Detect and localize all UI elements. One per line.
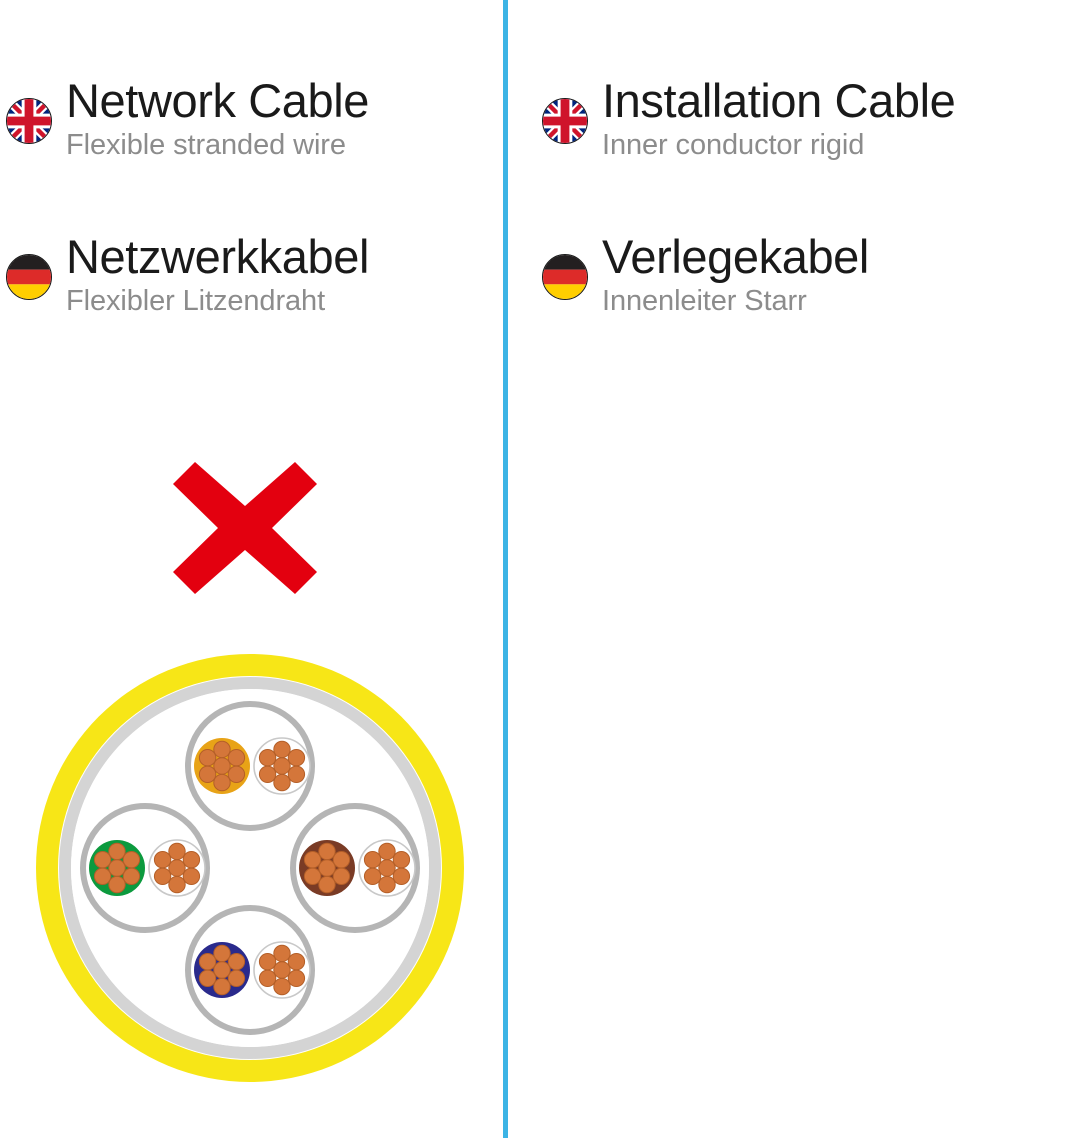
german-flag-icon [542, 254, 588, 300]
red-cross-icon [173, 462, 317, 594]
left-german-text: Netzwerkkabel Flexibler Litzendraht [66, 232, 369, 318]
left-column-network-cable: Network Cable Flexible stranded wire Net… [0, 0, 503, 1138]
stranded-cable-cross-section [32, 650, 468, 1086]
left-english-title: Network Cable [66, 74, 370, 127]
left-german-header: Netzwerkkabel Flexibler Litzendraht [6, 232, 369, 318]
right-english-text: Installation Cable Inner conductor rigid [602, 74, 956, 162]
right-english-header: Installation Cable Inner conductor rigid [542, 74, 956, 162]
column-divider [503, 0, 508, 1138]
right-english-subtitle: Inner conductor rigid [602, 128, 865, 161]
left-english-subtitle: Flexible stranded wire [66, 128, 346, 161]
left-german-subtitle: Flexibler Litzendraht [66, 284, 326, 317]
right-column-installation-cable: Installation Cable Inner conductor rigid… [508, 0, 1080, 1138]
right-german-title: Verlegekabel [602, 230, 869, 283]
german-flag-icon [6, 254, 52, 300]
left-german-title: Netzwerkkabel [66, 230, 370, 283]
uk-flag-icon [6, 98, 52, 144]
right-german-text: Verlegekabel Innenleiter Starr [602, 232, 869, 318]
right-english-title: Installation Cable [602, 74, 956, 127]
uk-flag-icon [542, 98, 588, 144]
right-german-header: Verlegekabel Innenleiter Starr [542, 232, 869, 318]
left-english-header: Network Cable Flexible stranded wire [6, 76, 369, 162]
right-german-subtitle: Innenleiter Starr [602, 284, 807, 317]
left-english-text: Network Cable Flexible stranded wire [66, 76, 369, 162]
